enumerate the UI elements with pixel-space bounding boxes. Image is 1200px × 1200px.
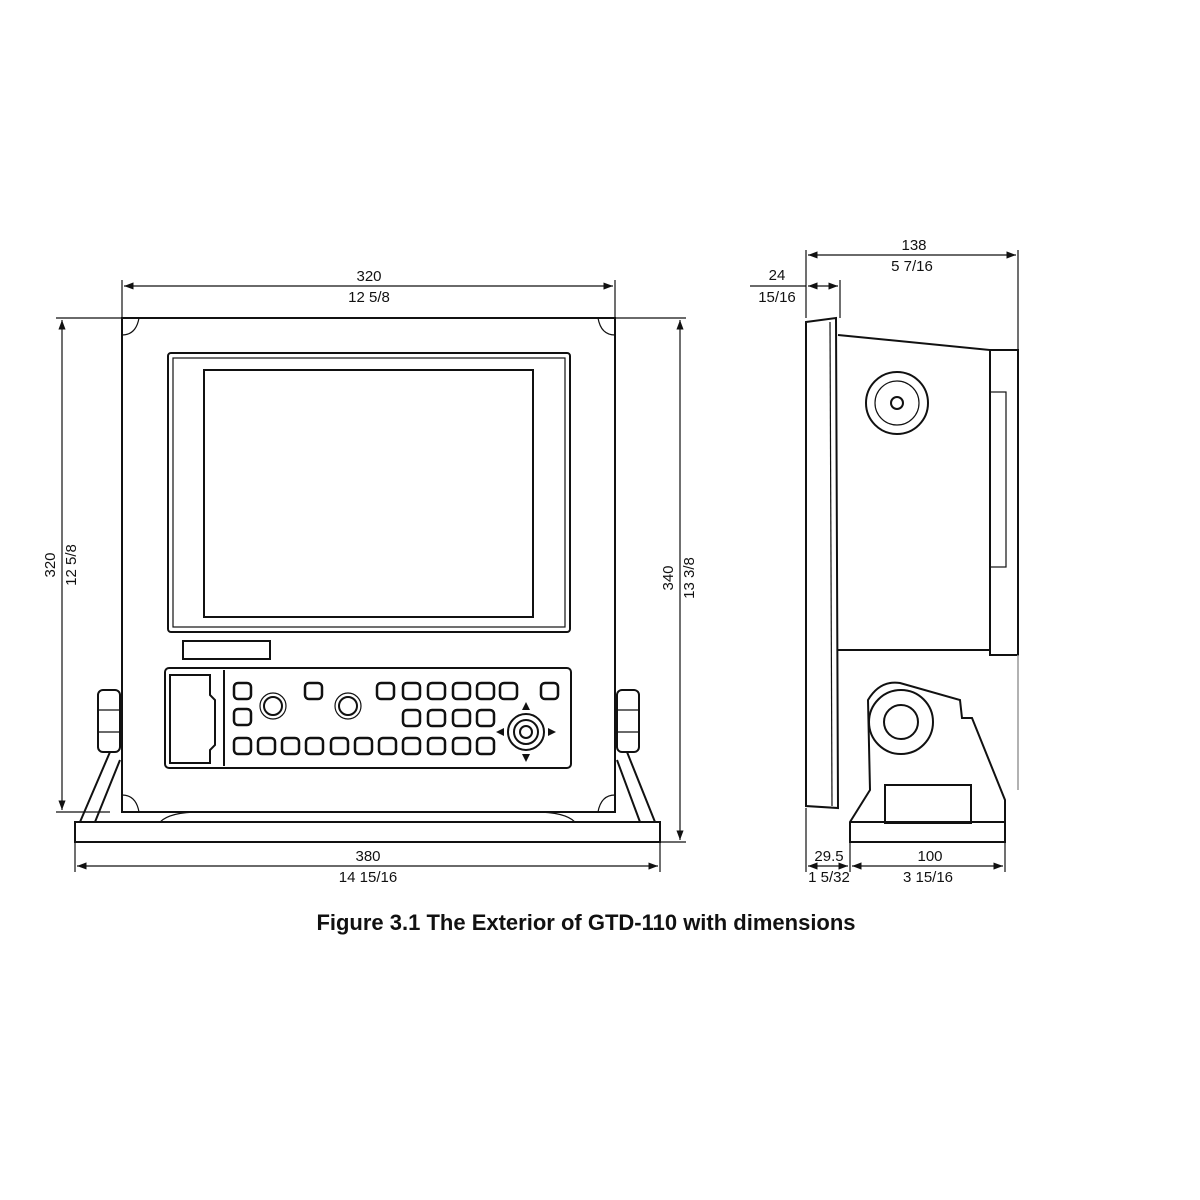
- front-panel-side: [805, 316, 840, 810]
- mounting-base: [74, 821, 661, 843]
- keypad-key[interactable]: [451, 681, 472, 701]
- keypad-key[interactable]: [426, 681, 447, 701]
- dim-width-base-mm: 380: [355, 848, 380, 865]
- keypad-key[interactable]: [375, 681, 396, 701]
- keypad-key[interactable]: [539, 681, 560, 701]
- display-screen: [203, 369, 534, 618]
- keypad-key[interactable]: [303, 681, 324, 701]
- keypad-key[interactable]: [475, 736, 496, 756]
- side-bracket-knob-right: [616, 689, 640, 753]
- keypad-key[interactable]: [426, 736, 447, 756]
- keypad-key[interactable]: [401, 681, 422, 701]
- keypad-key[interactable]: [426, 708, 447, 728]
- bracket-knob-top: [865, 371, 929, 435]
- dim-height-left-mm: 320: [42, 552, 59, 577]
- keypad-key[interactable]: [498, 681, 519, 701]
- dim-depth-total-mm: 138: [901, 237, 926, 254]
- dim-panel-depth-inch: 15/16: [758, 289, 796, 306]
- dim-width-top-inch: 12 5/8: [348, 289, 390, 306]
- label-plate: [182, 640, 271, 660]
- keypad-key[interactable]: [377, 736, 398, 756]
- keypad-key[interactable]: [232, 681, 253, 701]
- keypad-panel: [164, 667, 572, 769]
- knob-middle: [334, 692, 362, 720]
- dim-bracket-depth-mm: 100: [917, 848, 942, 865]
- dim-panel-depth-mm: 24: [769, 267, 786, 284]
- keypad-key[interactable]: [475, 708, 496, 728]
- side-dimensions: 138 5 7/16 24 15/16 29.5 1 5/32 100 3 15…: [750, 237, 1019, 886]
- keypad-key[interactable]: [232, 707, 253, 727]
- bracket-knob-bottom: [868, 689, 934, 755]
- keypad-key[interactable]: [329, 736, 350, 756]
- keypad-key[interactable]: [451, 736, 472, 756]
- dim-front-offset-inch: 1 5/32: [808, 869, 850, 886]
- keypad-keys: [232, 681, 560, 756]
- front-view: [74, 317, 661, 843]
- keypad-key[interactable]: [401, 736, 422, 756]
- dim-height-right-inch: 13 3/8: [681, 557, 698, 599]
- keypad-key[interactable]: [304, 736, 325, 756]
- keypad-key[interactable]: [401, 708, 422, 728]
- dim-width-base-inch: 14 15/16: [339, 869, 397, 886]
- dim-height-left-inch: 12 5/8: [63, 544, 80, 586]
- side-view: [805, 316, 1019, 843]
- knob-left: [259, 692, 287, 720]
- keypad-key[interactable]: [256, 736, 277, 756]
- rear-housing: [989, 349, 1019, 656]
- front-dimensions: 320 12 5/8 320 12 5/8 340 13 3/8 380 14 …: [42, 268, 698, 886]
- screen-bezel: [167, 352, 571, 633]
- side-bracket-knob-left: [97, 689, 121, 753]
- dim-depth-total-inch: 5 7/16: [891, 258, 933, 275]
- figure-caption: Figure 3.1 The Exterior of GTD-110 with …: [316, 910, 856, 935]
- keypad-key[interactable]: [232, 736, 253, 756]
- keypad-key[interactable]: [475, 681, 496, 701]
- dim-front-offset-mm: 29.5: [814, 848, 843, 865]
- keypad-key[interactable]: [451, 708, 472, 728]
- keypad-key[interactable]: [353, 736, 374, 756]
- dim-bracket-depth-inch: 3 15/16: [903, 869, 953, 886]
- dim-width-top-mm: 320: [356, 268, 381, 285]
- front-body: [121, 317, 616, 813]
- keypad-key[interactable]: [280, 736, 301, 756]
- dim-height-right-mm: 340: [660, 565, 677, 590]
- trackball-joystick[interactable]: [496, 702, 556, 762]
